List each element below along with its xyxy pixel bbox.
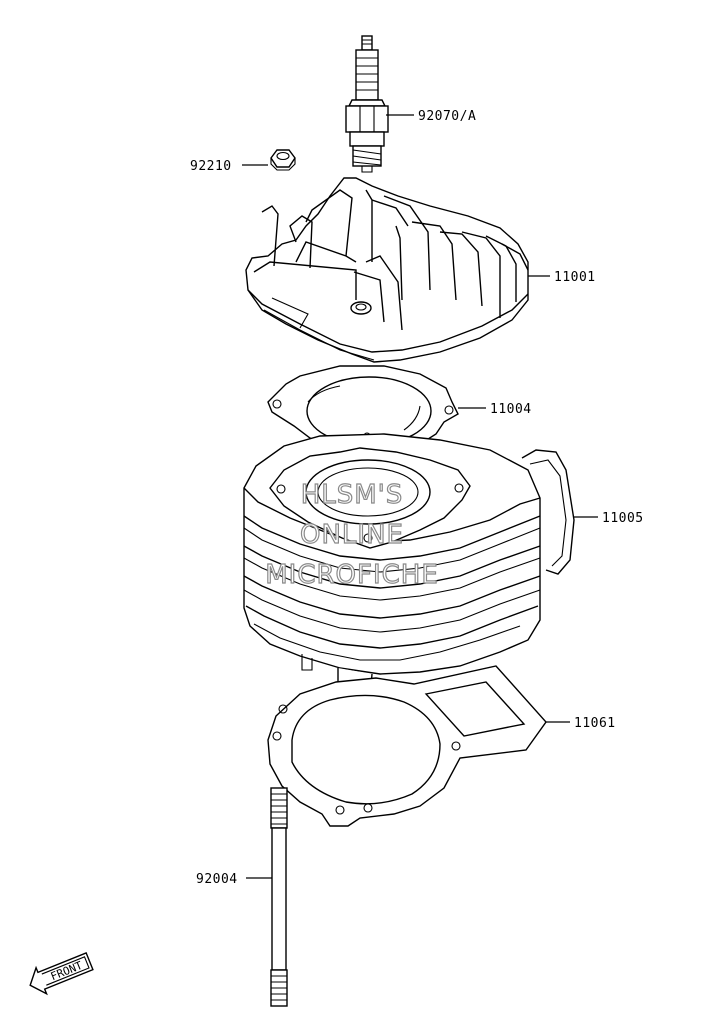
- label-11004: 11004: [490, 402, 532, 417]
- label-11001: 11001: [554, 270, 596, 285]
- watermark-line-3: MICROFICHE: [265, 560, 439, 590]
- watermark-line-1: HLSM'S: [301, 480, 404, 510]
- watermark-line-2: ONLINE: [300, 520, 404, 550]
- label-11005: 11005: [602, 511, 644, 526]
- nut[interactable]: [270, 149, 296, 171]
- cylinder[interactable]: [243, 433, 575, 699]
- base-gasket[interactable]: [267, 665, 547, 827]
- front-arrow-icon: FRONT: [29, 952, 94, 996]
- label-92004: 92004: [196, 872, 238, 887]
- part-number-labels: 92070/A 92210 11001 11004 11005 11061 92…: [190, 109, 644, 887]
- spark-plug[interactable]: [345, 35, 389, 173]
- stud[interactable]: [270, 787, 288, 1007]
- cylinder-head[interactable]: [245, 177, 529, 363]
- watermark: HLSM'S ONLINE MICROFICHE: [265, 479, 439, 590]
- label-92210: 92210: [190, 159, 232, 174]
- leader-lines: [242, 114, 598, 879]
- label-92070a: 92070/A: [418, 109, 476, 124]
- label-11061: 11061: [574, 716, 616, 731]
